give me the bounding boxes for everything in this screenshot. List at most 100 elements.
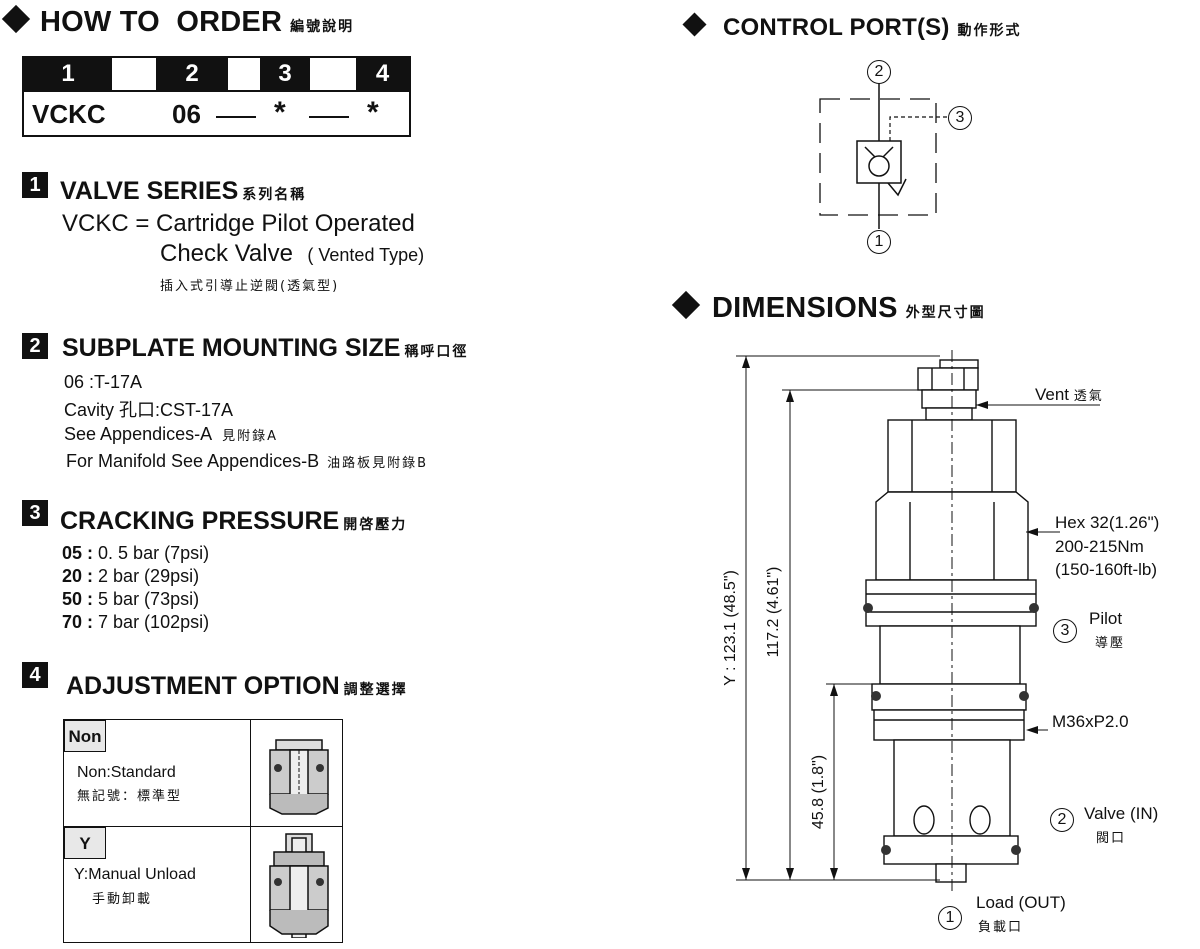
dimensions-title: DIMENSIONS xyxy=(712,292,898,324)
code-value-adjustment: * xyxy=(367,96,379,129)
appendix-b-text: For Manifold See Appendices-B xyxy=(66,451,320,471)
table-divider xyxy=(250,720,251,942)
how-to-order-title-cjk: 編號說明 xyxy=(290,19,355,35)
pressure-code: 05 : xyxy=(62,543,94,563)
code-position-4: 4 xyxy=(356,58,409,90)
cracking-pressure-title-cjk: 開啓壓力 xyxy=(343,517,408,533)
load-label: Load (OUT) xyxy=(976,893,1066,912)
code-value-series: VCKC xyxy=(32,99,106,129)
appendix-a-cjk: 見附錄A xyxy=(222,429,279,444)
load-cjk: 負載口 xyxy=(978,920,1024,935)
vent-text: Vent xyxy=(1035,385,1070,404)
port-number: 2 xyxy=(867,60,891,84)
appendix-b-cjk: 油路板見附錄B xyxy=(327,456,429,471)
load-port-number: 1 xyxy=(938,906,962,930)
option-code-y: Y xyxy=(64,827,106,859)
control-port-symbol xyxy=(819,83,948,229)
pressure-item: 70 : 7 bar (102psi) xyxy=(62,612,209,633)
hex-label: Hex 32(1.26") xyxy=(1055,513,1160,532)
option-desc-non-cjk: 無記號：標準型 xyxy=(77,789,183,804)
mounting-size-line-1: 06 :T-17A xyxy=(64,372,143,392)
section-1-badge: 1 xyxy=(22,172,48,198)
code-value-size: 06 xyxy=(172,99,201,129)
dimensions-title-cjk: 外型尺寸圖 xyxy=(905,305,986,321)
port-number: 3 xyxy=(1053,619,1077,643)
how-to-order-heading: HOW TO ORDER 編號說明 xyxy=(0,4,355,39)
code-position-2: 2 xyxy=(156,58,228,90)
standard-adjustment-drawing xyxy=(269,739,329,815)
code-position-3: 3 xyxy=(260,58,310,90)
dim-total-length: Y : 123.1 (48.5") xyxy=(722,570,739,686)
port-label-2: 2 xyxy=(867,60,891,84)
valve-cjk: 閥口 xyxy=(1096,831,1127,846)
valve-label: Valve (IN) xyxy=(1084,804,1159,823)
control-ports-title: CONTROL PORT(S) xyxy=(723,14,950,41)
pilot-cjk: 導壓 xyxy=(1095,636,1126,651)
pressure-value: 5 bar (73psi) xyxy=(93,589,200,609)
port-label-3: 3 xyxy=(948,106,972,130)
option-code-non: Non xyxy=(64,720,106,752)
mounting-size-line-2: Cavity 孔口:CST-17A xyxy=(64,400,234,420)
mounting-size-title-cjk: 稱呼口徑 xyxy=(404,344,469,360)
order-code-values: VCKC 06 * * xyxy=(24,90,409,137)
port-number: 1 xyxy=(938,906,962,930)
code-separator xyxy=(216,116,256,118)
mounting-size-line-3: See Appendices-A 見附錄A xyxy=(64,424,278,445)
valve-series-line-2: Check Valve ( Vented Type) xyxy=(160,240,424,268)
option-desc-non: Non:Standard xyxy=(77,764,176,781)
order-code-positions: 1 2 3 4 xyxy=(24,58,409,90)
order-code-table: 1 2 3 4 VCKC 06 * * xyxy=(22,56,411,137)
valve-series-vented: ( Vented Type) xyxy=(307,245,425,265)
dim-lower-length: 45.8 (1.8") xyxy=(810,754,827,830)
pressure-item: 20 : 2 bar (29psi) xyxy=(62,566,199,587)
port-label-1: 1 xyxy=(867,230,891,254)
code-separator xyxy=(309,116,349,118)
vent-cjk: 透氣 xyxy=(1073,389,1104,404)
pressure-item: 50 : 5 bar (73psi) xyxy=(62,589,199,610)
mounting-size-line-4: For Manifold See Appendices-B 油路板見附錄B xyxy=(66,451,428,472)
option-desc-y: Y:Manual Unload xyxy=(74,866,196,883)
pressure-value: 0. 5 bar (7psi) xyxy=(93,543,210,563)
appendix-a-text: See Appendices-A xyxy=(64,424,213,444)
manual-unload-drawing xyxy=(269,833,329,938)
valve-series-check-valve: Check Valve xyxy=(160,240,293,267)
pressure-code: 20 : xyxy=(62,566,94,586)
table-divider xyxy=(64,826,342,827)
valve-series-title: VALVE SERIES xyxy=(60,177,239,205)
torque-label: 200-215Nm xyxy=(1055,537,1144,556)
pilot-label: Pilot xyxy=(1089,609,1123,628)
adjustment-option-title-cjk: 調整選擇 xyxy=(343,682,408,698)
pressure-code: 70 : xyxy=(62,612,94,632)
code-value-pressure: * xyxy=(274,96,286,129)
section-4-badge: 4 xyxy=(22,662,48,688)
vent-label: Vent 透氣 xyxy=(1035,385,1104,405)
pressure-value: 2 bar (29psi) xyxy=(93,566,200,586)
port-number: 1 xyxy=(867,230,891,254)
valve-series-cjk: 插入式引導止逆閥(透氣型) xyxy=(160,279,340,294)
mounting-size-title: SUBPLATE MOUNTING SIZE xyxy=(62,334,401,362)
pilot-port-number: 3 xyxy=(1053,619,1077,643)
port-number: 2 xyxy=(1050,808,1074,832)
valve-port-number: 2 xyxy=(1050,808,1074,832)
section-2-badge: 2 xyxy=(22,333,48,359)
cracking-pressure-title: CRACKING PRESSURE xyxy=(60,507,340,535)
cartridge-dimension-drawing xyxy=(736,350,1100,895)
control-ports-title-cjk: 動作形式 xyxy=(957,23,1022,39)
adjustment-option-title: ADJUSTMENT OPTION xyxy=(66,672,340,700)
diamond-bullet-icon xyxy=(682,12,707,37)
how-to-order-title: HOW TO ORDER xyxy=(40,6,283,38)
adjustment-options-table: Non Non:Standard 無記號：標準型 Y Y:Manual Unlo… xyxy=(63,719,343,943)
pressure-value: 7 bar (102psi) xyxy=(93,612,210,632)
pressure-item: 05 : 0. 5 bar (7psi) xyxy=(62,543,209,564)
diamond-bullet-icon xyxy=(671,290,701,320)
pressure-code: 50 : xyxy=(62,589,94,609)
section-3-badge: 3 xyxy=(22,500,48,526)
diamond-bullet-icon xyxy=(1,4,31,34)
valve-series-line-1: VCKC = Cartridge Pilot Operated xyxy=(62,210,415,237)
valve-series-title-cjk: 系列名稱 xyxy=(242,187,307,203)
option-desc-y-cjk: 手動卸載 xyxy=(92,892,153,907)
dimensions-heading: DIMENSIONS 外型尺寸圖 xyxy=(670,290,986,325)
torque-ft-label: (150-160ft-lb) xyxy=(1055,560,1158,579)
